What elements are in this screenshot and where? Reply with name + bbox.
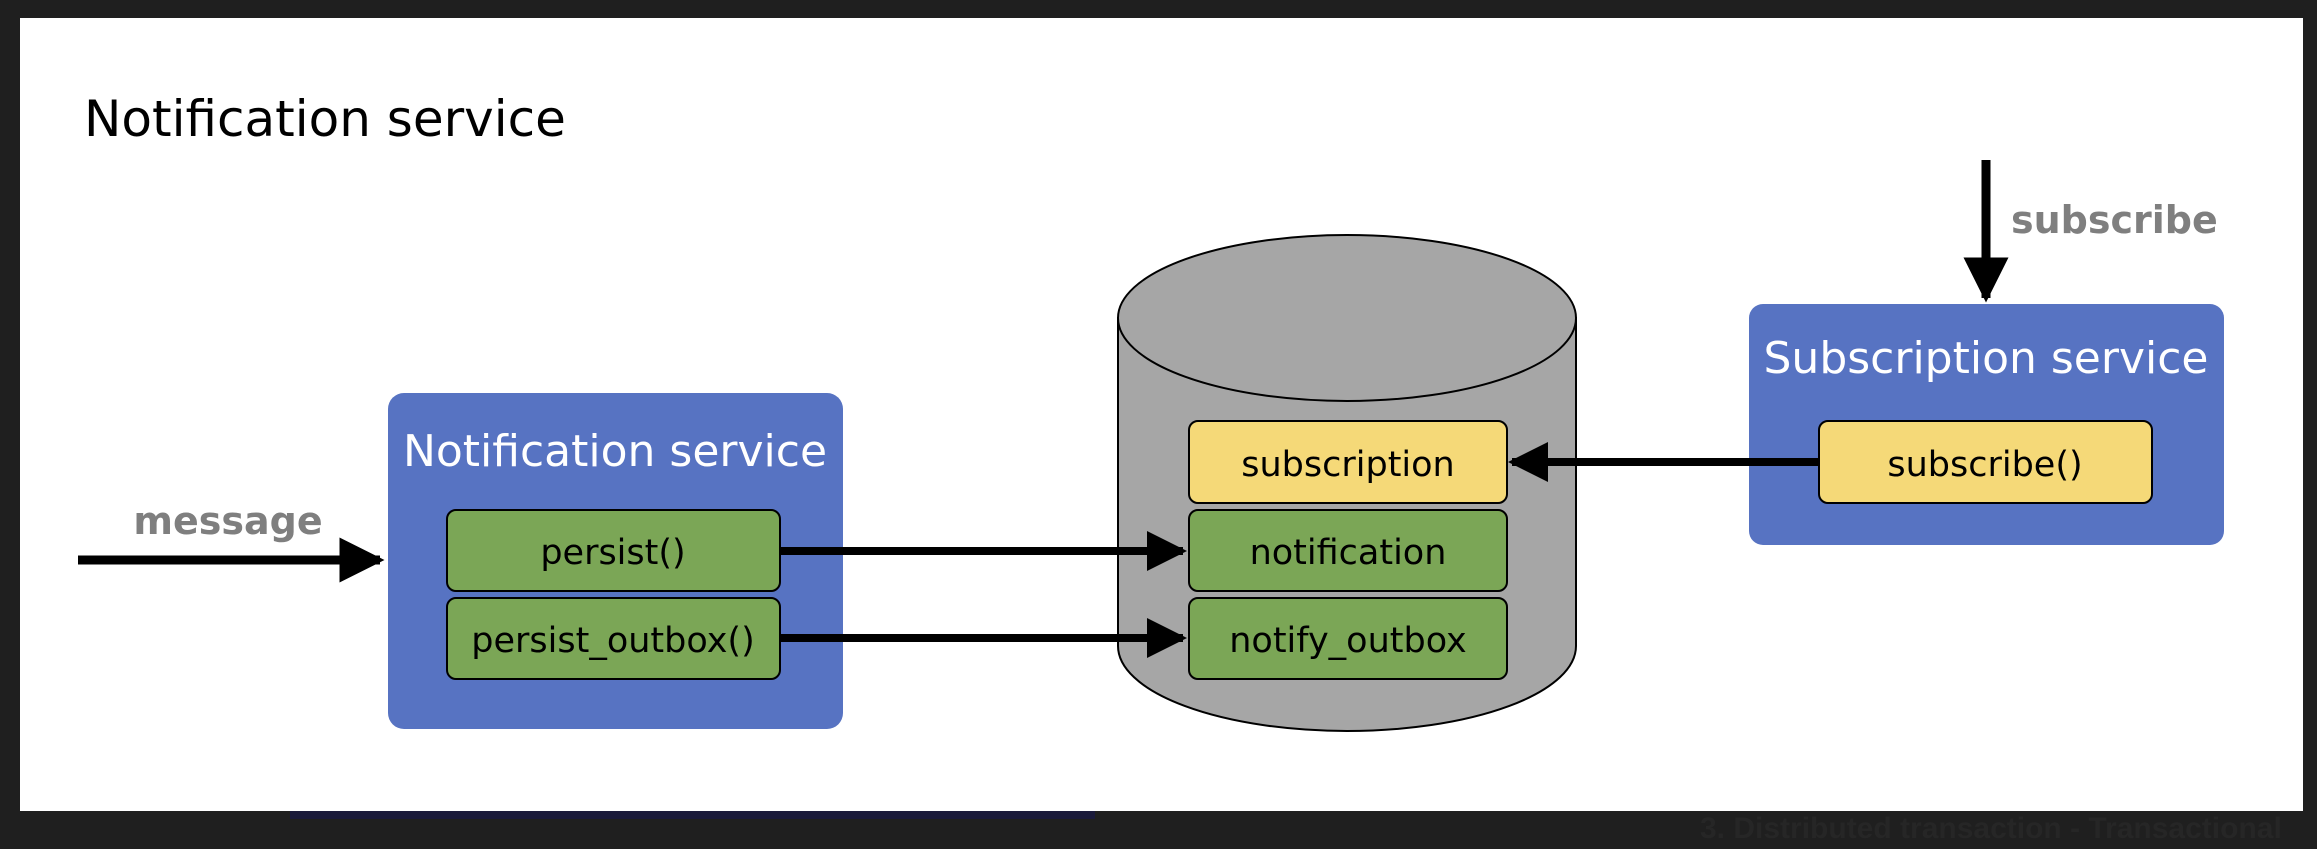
- notification-service-title: Notification service: [403, 426, 827, 477]
- notify-outbox-table-box: [1188, 597, 1508, 680]
- background-underline: [290, 811, 1095, 819]
- subscription-table-box: [1188, 420, 1508, 504]
- persist-outbox-method-label: persist_outbox(): [471, 621, 754, 661]
- notify-outbox-table-label: notify_outbox: [1229, 621, 1467, 661]
- database-cylinder-top: [1117, 234, 1577, 402]
- subscribe-method-label: subscribe(): [1887, 445, 2082, 485]
- persist-method-label: persist(): [540, 533, 685, 573]
- notification-table-box: [1188, 509, 1508, 592]
- notification-table-label: notification: [1250, 533, 1447, 573]
- subscription-service-title: Subscription service: [1764, 333, 2209, 384]
- background-partial-heading: 3. Distributed transaction - Transaction…: [1700, 812, 2282, 845]
- subscribe-label: subscribe: [2011, 198, 2218, 242]
- message-label: message: [133, 499, 322, 543]
- slide-title: Notification service: [84, 90, 566, 148]
- subscription-table-label: subscription: [1241, 445, 1455, 485]
